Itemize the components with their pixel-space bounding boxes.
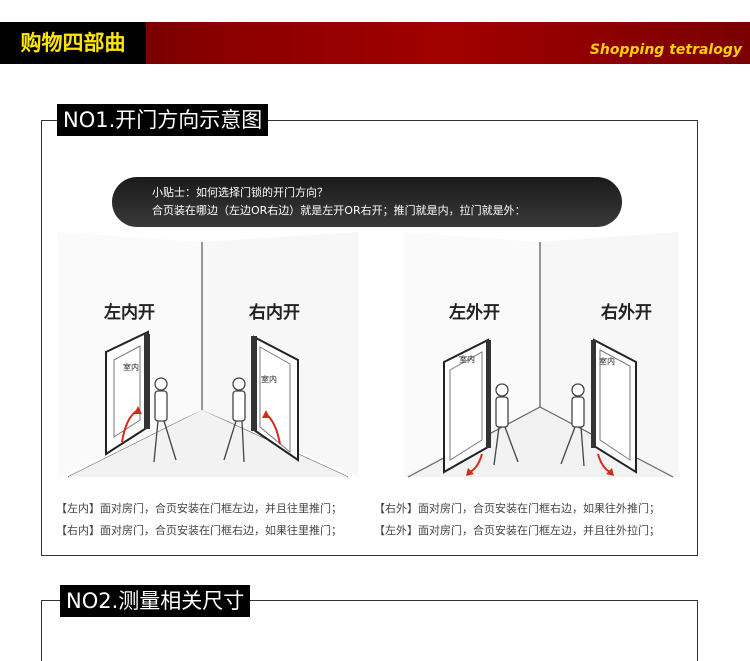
desc-left-inward: 【左内】面对房门，合页安装在门框左边，并且往里推门； <box>56 502 342 515</box>
desc-right-inward: 【右内】面对房门，合页安装在门框右边，如果往里推门； <box>56 524 342 537</box>
person-figure-1 <box>153 377 177 463</box>
door-right-inward <box>251 335 299 462</box>
section-1-label: NO1.开门方向示意图 <box>57 104 269 136</box>
door-left-outward <box>443 338 491 476</box>
person-figure-2 <box>223 377 246 463</box>
scene-label-left-outward: 左外开 <box>449 303 500 323</box>
banner-title: 购物四部曲 <box>0 22 146 64</box>
door-left-inward <box>105 330 150 456</box>
scene-label-right-inward: 右内开 <box>249 303 300 323</box>
desc-right-outward: 【右外】面对房门，合页安装在门框右边，如果往外推门； <box>374 502 660 515</box>
tip-line-2: 合页装在哪边（左边OR右边）就是左开OR右开；推门就是内，拉门就是外： <box>152 204 526 217</box>
room-inward <box>58 232 358 478</box>
banner-subtitle: Shopping tetralogy <box>589 42 742 58</box>
door-right-outward <box>591 338 637 476</box>
tip-box: 小贴士：如何选择门锁的开门方向？ 合页装在哪边（左边OR右边）就是左开OR右开；… <box>112 177 622 227</box>
door-1-text: 室内 <box>123 363 139 372</box>
section-2-label: NO2.测量相关尺寸 <box>60 585 251 617</box>
desc-left-outward: 【左外】面对房门，合页安装在门框左边，并且往外拉门； <box>374 524 660 537</box>
scene-label-left-inward: 左内开 <box>104 303 155 323</box>
person-figure-4 <box>560 383 585 467</box>
door-2-text: 室内 <box>261 375 277 384</box>
scene-label-right-outward: 右外开 <box>601 303 652 323</box>
door-illustration <box>58 232 678 478</box>
person-figure-3 <box>493 383 519 466</box>
header-banner: 购物四部曲 Shopping tetralogy <box>0 22 750 64</box>
door-4-text: 室内 <box>599 357 615 366</box>
tip-line-1: 小贴士：如何选择门锁的开门方向？ <box>152 186 328 199</box>
door-3-text: 室内 <box>459 355 475 364</box>
